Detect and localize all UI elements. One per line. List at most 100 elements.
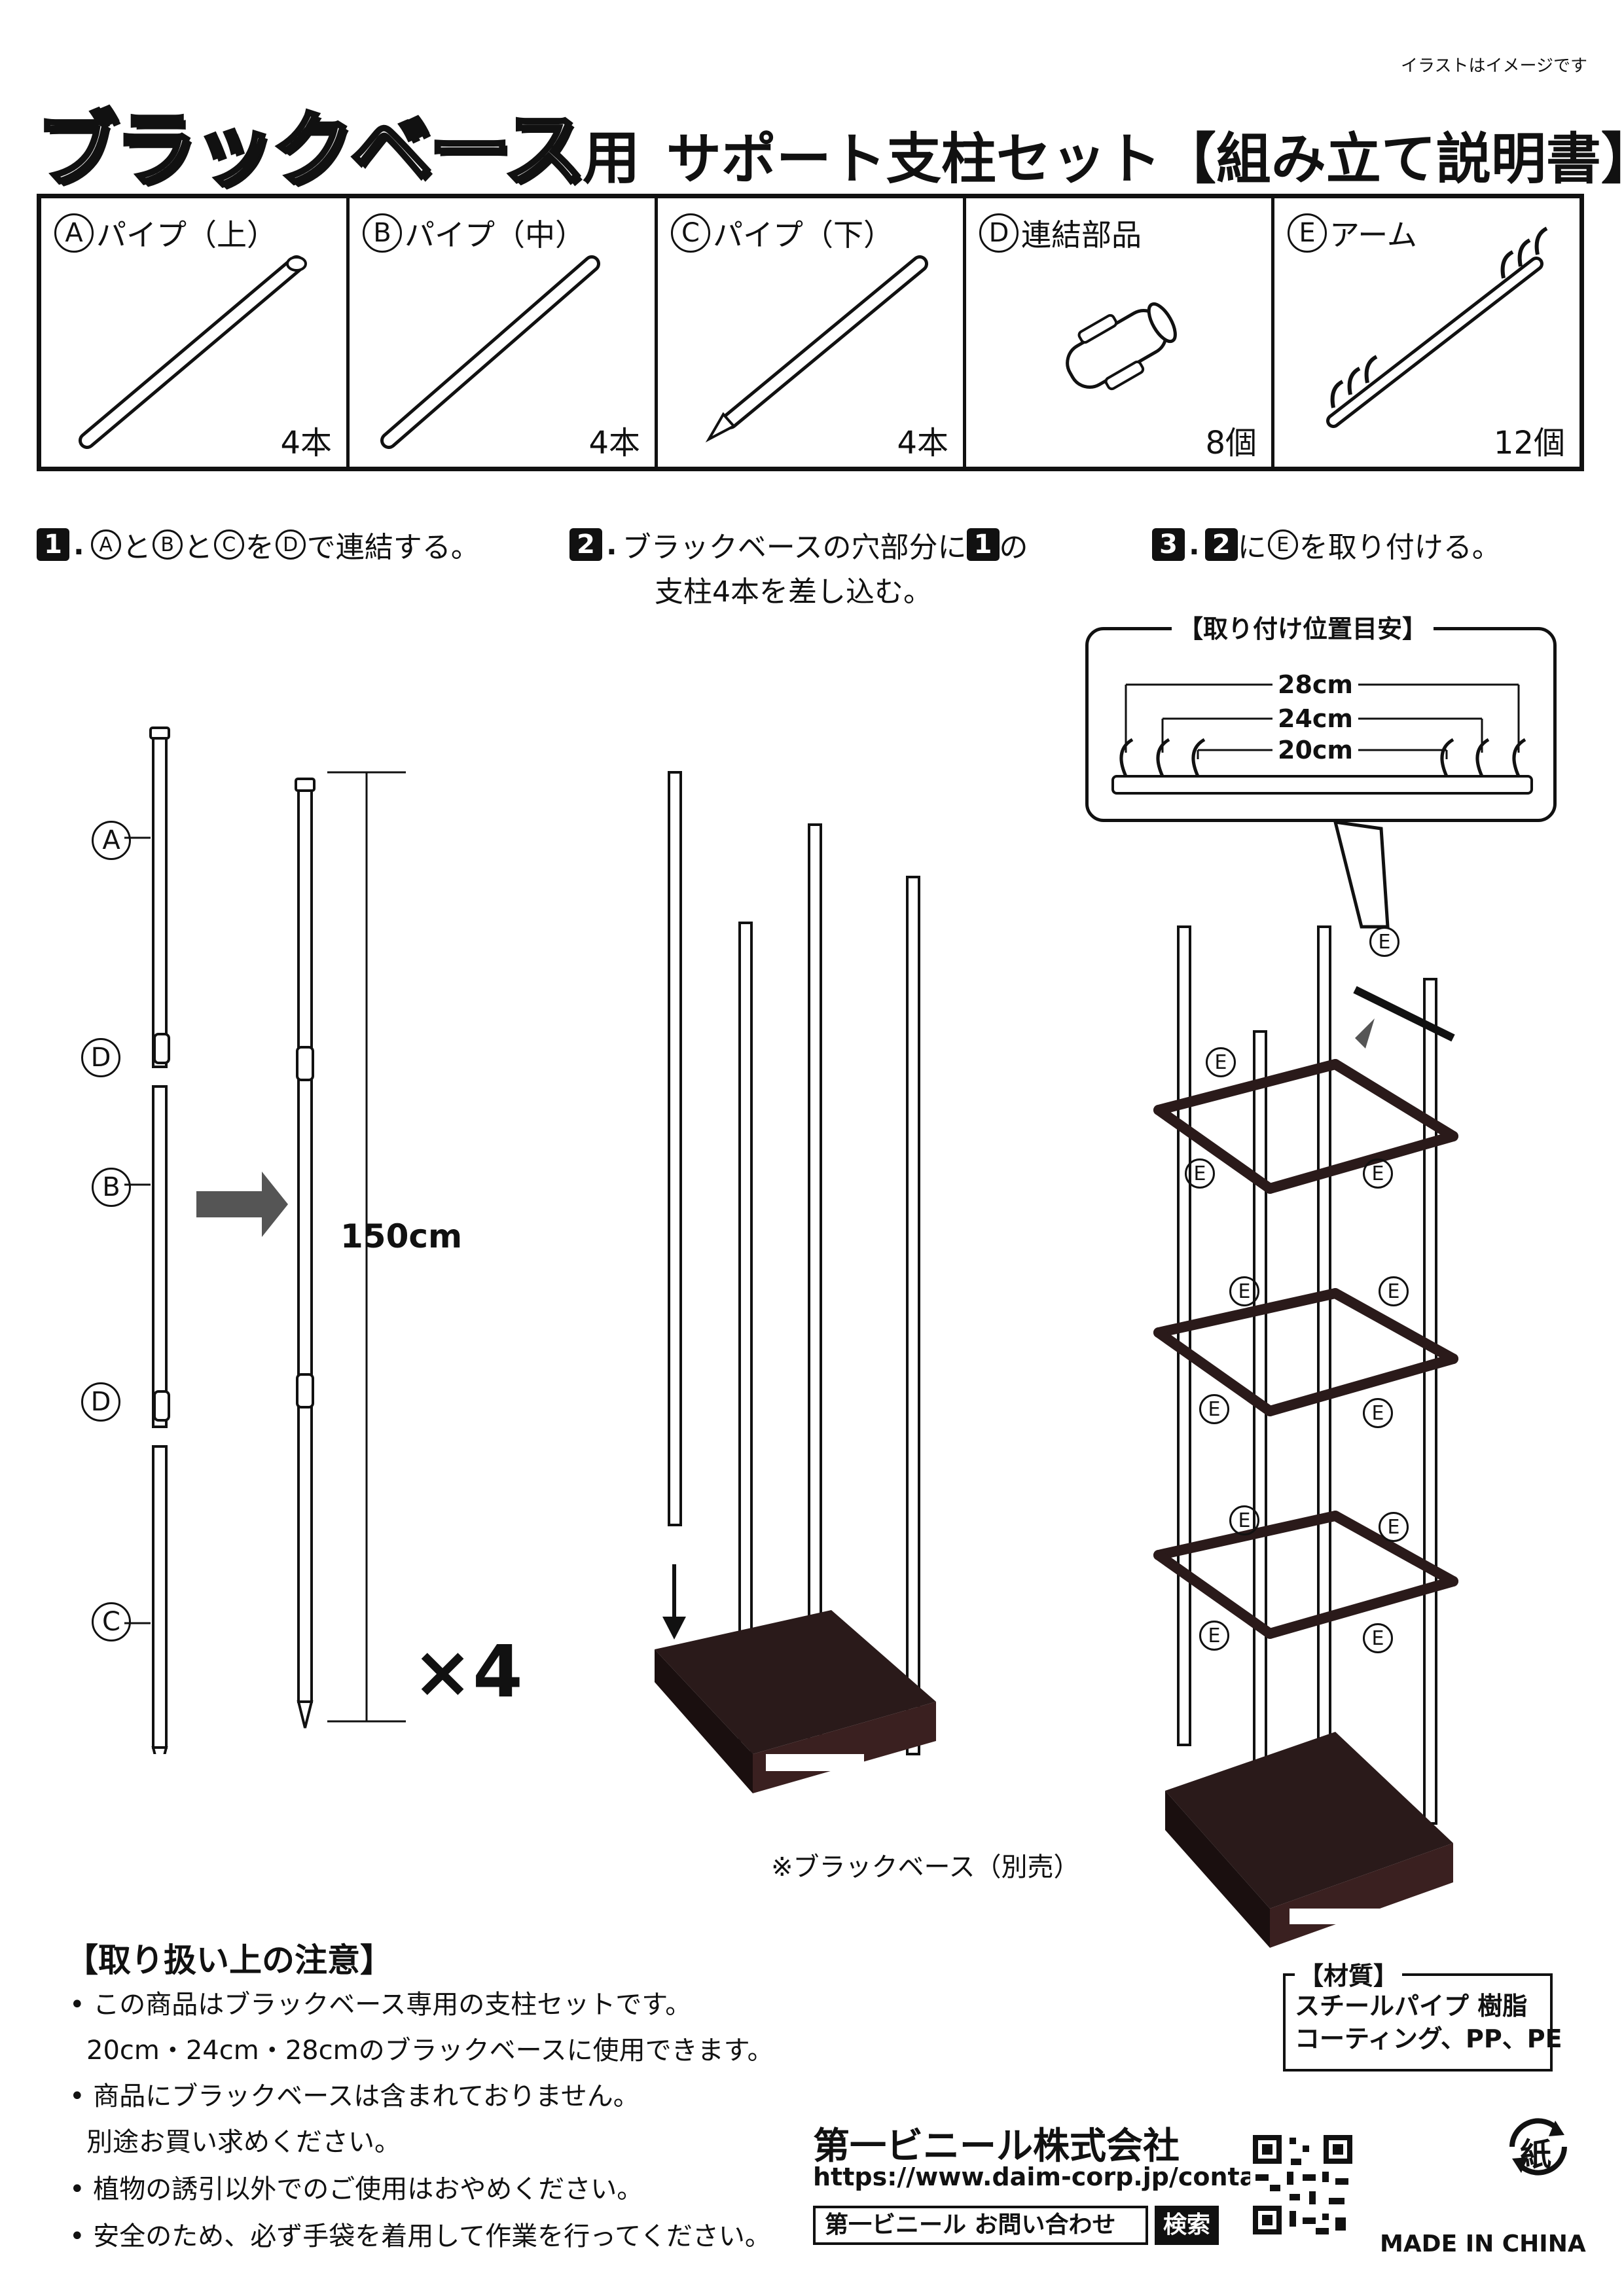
arm-label: E bbox=[1363, 1623, 1393, 1653]
material-box bbox=[1283, 1973, 1553, 2072]
label-a: A bbox=[92, 821, 131, 860]
step2-base-with-posts bbox=[655, 771, 936, 1793]
step-text: を bbox=[245, 531, 274, 564]
material-line: スチールパイプ 樹脂 bbox=[1295, 1992, 1528, 2020]
pipe-middle-illustration bbox=[380, 255, 600, 449]
step-ref: 1 bbox=[966, 528, 1000, 561]
part-letter: E bbox=[1288, 213, 1327, 253]
step3-assembled-tower bbox=[1153, 822, 1458, 1948]
step-text: ブラックベースの穴部分に bbox=[622, 531, 967, 564]
step-number: 2 bbox=[569, 528, 602, 561]
arm-label: E bbox=[1185, 1158, 1215, 1189]
guide-dimension-28: 28cm bbox=[1272, 670, 1359, 699]
step-ref: 2 bbox=[1204, 528, 1238, 561]
assembled-pipe bbox=[295, 771, 406, 1729]
arm-label: E bbox=[1363, 1158, 1393, 1189]
part-name: アーム bbox=[1329, 217, 1417, 253]
material-line: コーティング、PP、PE bbox=[1295, 2024, 1562, 2053]
title-sub: サポート支柱セット bbox=[666, 127, 1161, 191]
step-2-line2: 支柱4本を差し込む。 bbox=[655, 568, 932, 610]
arm-label: E bbox=[1199, 1621, 1229, 1651]
part-qty: 4本 bbox=[588, 425, 640, 461]
caution-line: 別途お買い求めください。 bbox=[86, 2127, 401, 2157]
part-qty: 4本 bbox=[280, 425, 332, 461]
guide-arm-illustration bbox=[1111, 683, 1533, 795]
material-text: スチールパイプ 樹脂 コーティング、PP、PE bbox=[1295, 1990, 1562, 2055]
part-letter: D bbox=[979, 213, 1019, 253]
guide-dimension-20: 20cm bbox=[1272, 736, 1359, 764]
arm-label: E bbox=[1379, 1276, 1409, 1306]
illustration-note: イラストはイメージです bbox=[1401, 56, 1587, 76]
part-name: 連結部品 bbox=[1021, 217, 1142, 253]
arm-label: E bbox=[1379, 1512, 1409, 1542]
step-text: と bbox=[122, 531, 151, 564]
label-d-2: D bbox=[81, 1382, 120, 1422]
caution-line: • この商品はブラックベース専用の支柱セットです。 bbox=[69, 1990, 692, 2020]
part-ref: E bbox=[1267, 529, 1298, 560]
step-text: 支柱4本を差し込む。 bbox=[655, 575, 932, 609]
part-letter: B bbox=[363, 213, 402, 253]
arm-illustration bbox=[1326, 226, 1548, 428]
part-name: パイプ（上） bbox=[96, 217, 277, 253]
search-button: 検索 bbox=[1155, 2206, 1219, 2245]
pipe-upper-illustration bbox=[79, 255, 307, 449]
company-name: 第一ビニール株式会社 bbox=[813, 2125, 1180, 2168]
arm-label: E bbox=[1363, 1398, 1393, 1428]
page-title: ブラックベース用サポート支柱セット【組み立て説明書】 bbox=[35, 84, 1624, 202]
paper-recycle-icon bbox=[1509, 2118, 1567, 2176]
part-ref: C bbox=[213, 529, 244, 560]
arm-label: E bbox=[1206, 1047, 1236, 1077]
part-name: パイプ（中） bbox=[405, 217, 585, 253]
step-text: を取り付ける。 bbox=[1299, 531, 1501, 564]
guide-dimension-24: 24cm bbox=[1272, 704, 1359, 733]
step-number: 1 bbox=[37, 528, 69, 561]
recycle-mark-text: 紙 bbox=[1520, 2136, 1552, 2173]
caution-title: 【取り扱い上の注意】 bbox=[65, 1941, 393, 1979]
caution-line: • 安全のため、必ず手袋を着用して作業を行ってください。 bbox=[69, 2221, 771, 2251]
part-ref: B bbox=[152, 529, 183, 560]
caution-line: • 植物の誘引以外でのご使用はおやめください。 bbox=[69, 2174, 643, 2204]
made-in-label: MADE IN CHINA bbox=[1380, 2231, 1586, 2257]
company-url[interactable]: https://www.daim-corp.jp/contact/ bbox=[813, 2162, 1292, 2191]
step1-exploded-pipe bbox=[124, 726, 288, 1754]
part-letter: C bbox=[671, 213, 710, 253]
qr-code-icon bbox=[1250, 2132, 1355, 2237]
part-qty: 8個 bbox=[1205, 425, 1257, 461]
title-bracket: 【組み立て説明書】 bbox=[1161, 127, 1624, 191]
connector-illustration bbox=[1066, 302, 1177, 391]
arm-label: E bbox=[1229, 1505, 1259, 1535]
title-yo: 用 bbox=[582, 124, 640, 192]
part-qty: 4本 bbox=[897, 425, 948, 461]
part-ref: A bbox=[90, 529, 121, 560]
caution-line: • 商品にブラックベースは含まれておりません。 bbox=[69, 2081, 640, 2111]
label-c: C bbox=[92, 1602, 131, 1641]
times-four: ×4 bbox=[412, 1630, 523, 1713]
material-title: 【材質】 bbox=[1295, 1956, 1403, 1992]
step-text: の bbox=[999, 531, 1028, 564]
step-text: で連結する。 bbox=[306, 531, 480, 564]
label-d-1: D bbox=[81, 1038, 120, 1077]
position-guide-title: 【取り付け位置目安】 bbox=[1172, 609, 1434, 645]
arm-label: E bbox=[1229, 1276, 1259, 1306]
arm-label: E bbox=[1199, 1394, 1229, 1424]
part-name: パイプ（下） bbox=[713, 217, 893, 253]
arm-label: E bbox=[1369, 927, 1399, 957]
step-text: に bbox=[1237, 531, 1267, 564]
base-label: ※ブラックベース（別売） bbox=[771, 1852, 1080, 1882]
part-qty: 12個 bbox=[1493, 425, 1565, 461]
dimension-150: 150cm bbox=[340, 1217, 463, 1255]
pipe-lower-illustration bbox=[705, 255, 928, 442]
